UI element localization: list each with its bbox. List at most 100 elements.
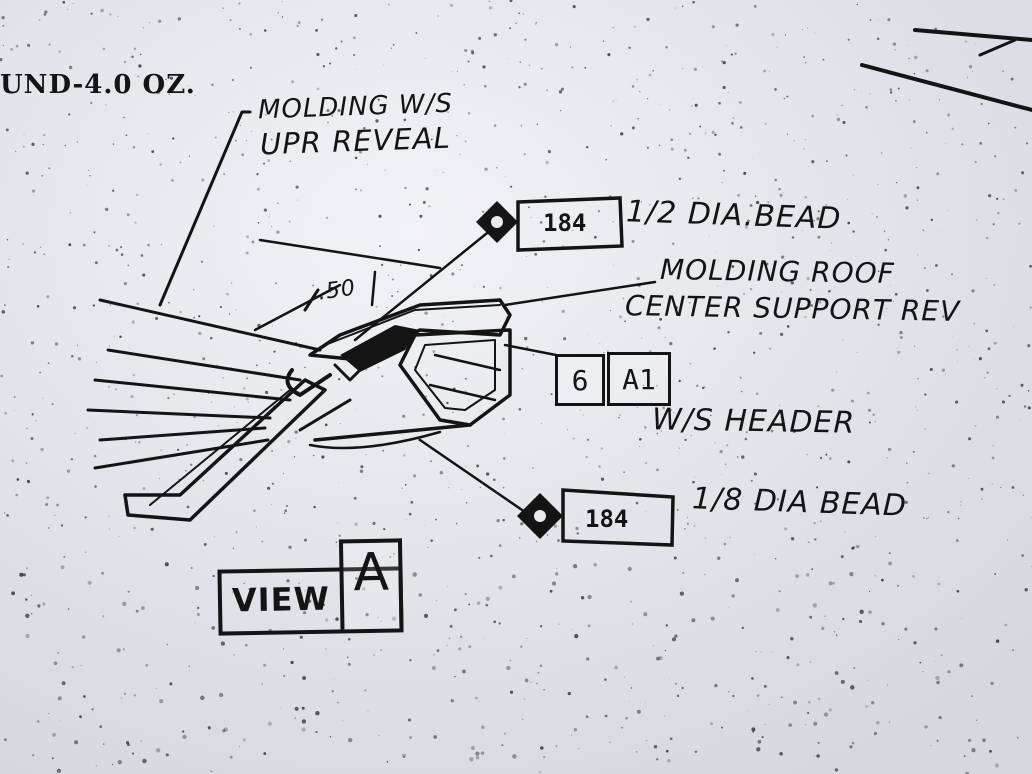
leader-6a1 <box>503 343 558 357</box>
noise-speck <box>251 130 253 132</box>
noise-speck <box>171 179 174 182</box>
noise-speck <box>81 635 86 639</box>
noise-speck <box>660 430 662 432</box>
noise-speck <box>847 198 849 200</box>
noise-speck <box>866 391 870 395</box>
noise-speck <box>646 740 648 742</box>
noise-speck <box>124 693 126 695</box>
noise-speck <box>496 167 498 169</box>
noise-speck <box>62 0 66 4</box>
noise-speck <box>40 246 42 248</box>
noise-speck <box>572 229 574 231</box>
noise-speck <box>327 121 329 124</box>
noise-speck <box>735 578 739 583</box>
noise-speck <box>757 739 762 744</box>
noise-speck <box>886 457 889 459</box>
noise-speck <box>214 536 215 538</box>
noise-speck <box>701 386 705 390</box>
noise-speck <box>889 88 893 91</box>
noise-speck <box>782 191 784 193</box>
noise-speck <box>459 635 463 639</box>
noise-speck <box>391 616 397 621</box>
noise-speck <box>119 245 123 249</box>
noise-speck <box>71 665 74 669</box>
noise-speck <box>337 482 339 483</box>
noise-speck <box>25 462 28 464</box>
noise-speck <box>442 171 444 173</box>
header-flange <box>308 430 442 450</box>
noise-speck <box>478 36 482 40</box>
noise-speck <box>955 539 959 542</box>
noise-speck <box>150 527 154 531</box>
noise-speck <box>871 701 875 705</box>
noise-speck <box>930 218 934 222</box>
noise-speck <box>935 675 940 681</box>
noise-speck <box>539 221 543 224</box>
noise-speck <box>924 725 928 729</box>
noise-speck <box>523 82 527 86</box>
noise-speck <box>987 347 991 351</box>
noise-speck <box>571 628 573 630</box>
noise-speck <box>384 169 386 171</box>
noise-speck <box>888 552 891 555</box>
noise-speck <box>213 225 215 227</box>
noise-speck <box>721 726 724 729</box>
noise-speck <box>704 574 706 576</box>
noise-speck <box>628 46 631 49</box>
noise-speck <box>193 316 195 319</box>
noise-speck <box>447 111 450 114</box>
noise-speck <box>656 656 660 661</box>
noise-speck <box>671 242 675 246</box>
noise-speck <box>5 128 9 132</box>
noise-speck <box>117 16 119 18</box>
noise-speck <box>485 603 489 607</box>
noise-speck <box>454 675 456 678</box>
molding-body <box>324 304 501 346</box>
noise-speck <box>1007 539 1009 541</box>
noise-speck <box>738 101 742 104</box>
noise-speck <box>819 520 822 523</box>
noise-speck <box>465 466 467 468</box>
noise-speck <box>523 153 526 156</box>
noise-speck <box>474 696 478 700</box>
noise-speck <box>203 542 207 546</box>
noise-speck <box>639 438 642 441</box>
noise-speck <box>922 229 925 232</box>
noise-speck <box>41 175 44 177</box>
noise-speck <box>610 361 612 362</box>
noise-speck <box>713 347 716 350</box>
noise-speck <box>407 718 412 722</box>
noise-speck <box>676 694 680 698</box>
noise-speck <box>955 400 959 404</box>
noise-speck <box>312 284 315 287</box>
noise-speck <box>818 697 821 700</box>
noise-speck <box>425 58 427 59</box>
noise-speck <box>313 505 316 509</box>
noise-speck <box>159 163 162 166</box>
noise-speck <box>25 598 28 601</box>
noise-speck <box>811 160 815 164</box>
noise-speck <box>301 706 305 710</box>
noise-speck <box>399 264 402 267</box>
noise-speck <box>723 542 727 546</box>
noise-speck <box>755 392 759 396</box>
noise-speck <box>475 755 480 760</box>
noise-speck <box>482 210 485 213</box>
noise-speck <box>94 485 97 488</box>
noise-speck <box>653 745 658 749</box>
noise-speck <box>731 265 735 268</box>
noise-speck <box>1 15 5 20</box>
noise-speck <box>572 5 576 9</box>
label-molding-ws-line2: UPR REVEAL <box>259 120 452 162</box>
noise-speck <box>131 752 135 755</box>
noise-speck <box>112 189 115 192</box>
noise-speck <box>895 99 897 102</box>
noise-speck <box>621 726 623 729</box>
noise-speck <box>540 422 542 424</box>
noise-speck <box>156 90 160 95</box>
noise-speck <box>1023 405 1027 408</box>
noise-speck <box>137 75 140 78</box>
bead-section <box>340 325 420 372</box>
noise-speck <box>887 447 892 452</box>
noise-speck <box>536 123 539 126</box>
